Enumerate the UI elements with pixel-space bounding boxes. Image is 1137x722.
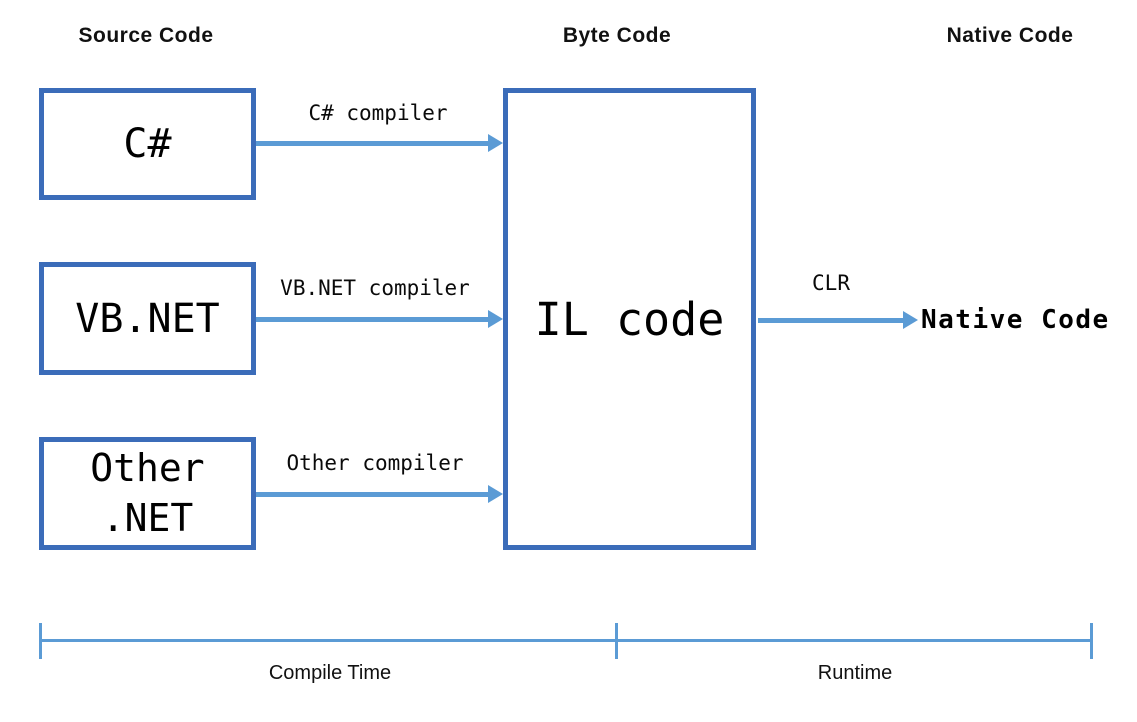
vbnet-box-label: VB.NET [75,295,220,342]
other-dotnet-box: Other .NET [39,437,256,550]
csharp-box: C# [39,88,256,200]
il-code-box: IL code [503,88,756,550]
csharp-to-il-arrowhead-icon [488,134,503,152]
other-to-il-arrow [256,492,489,497]
timeline-axis [40,639,1093,642]
byte-code-header: Byte Code [562,24,672,47]
other-to-il-arrowhead-icon [488,485,503,503]
timeline-tick-right [1090,623,1093,659]
runtime-label: Runtime [817,662,893,684]
compile-time-label: Compile Time [268,662,392,684]
native-code-output-label: Native Code [921,305,1110,335]
il-code-box-label: IL code [534,292,725,346]
vbnet-to-il-arrow [256,317,489,322]
csharp-to-il-arrow [256,141,489,146]
csharp-compiler-label: C# compiler [308,101,448,125]
native-code-header: Native Code [946,24,1074,47]
timeline-tick-left [39,623,42,659]
csharp-box-label: C# [123,121,172,167]
other-compiler-label: Other compiler [286,451,464,475]
other-dotnet-box-label-line2: .NET [101,495,194,540]
il-to-native-arrowhead-icon [903,311,918,329]
source-code-header: Source Code [78,24,214,47]
vbnet-box: VB.NET [39,262,256,375]
clr-label: CLR [812,271,850,295]
other-dotnet-box-label-line1: Other [90,446,205,491]
vbnet-compiler-label: VB.NET compiler [280,276,470,300]
vbnet-to-il-arrowhead-icon [488,310,503,328]
timeline-tick-middle [615,623,618,659]
il-to-native-arrow [758,318,904,323]
